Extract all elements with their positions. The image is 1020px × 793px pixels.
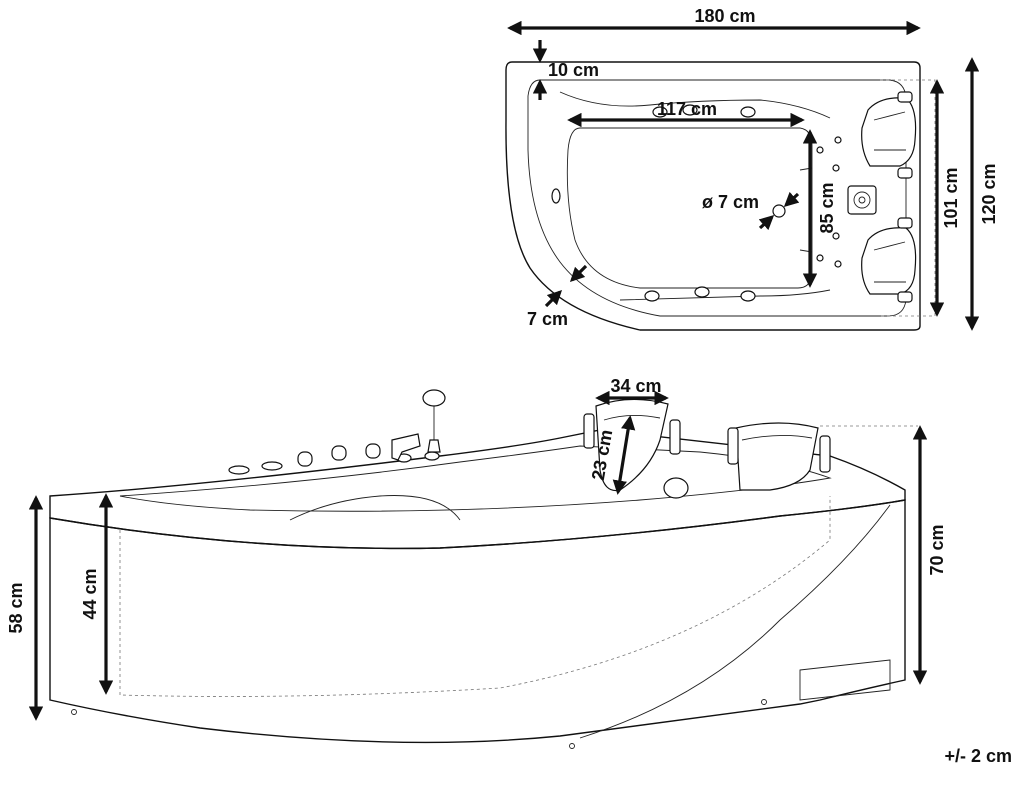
faucet-icon bbox=[391, 433, 421, 461]
feet-icons bbox=[71, 699, 767, 749]
top-view-backrest bbox=[559, 91, 831, 119]
dim-rim-label: 10 cm bbox=[548, 60, 599, 80]
side-view-base bbox=[799, 659, 891, 701]
drain-icon bbox=[772, 204, 786, 218]
dim-headrest-height-arrow bbox=[612, 415, 636, 495]
dim-inner-length-label: 117 cm bbox=[657, 99, 717, 119]
control-knobs bbox=[228, 443, 440, 475]
dim-corner-arrow-a bbox=[569, 264, 588, 283]
side-view-backrest bbox=[289, 495, 461, 521]
side-view-panel bbox=[119, 496, 831, 697]
dim-headrest-width-label: 34 cm bbox=[610, 376, 661, 396]
side-view-inner-rim bbox=[119, 445, 832, 512]
dim-corner-label: 7 cm bbox=[527, 309, 568, 329]
dim-inner-width-label: 85 cm bbox=[817, 182, 837, 233]
dim-drain-label: ø 7 cm bbox=[702, 192, 759, 212]
top-view: 180 cm 10 cm 117 cm ø 7 cm 85 cm 101 cm … bbox=[505, 6, 999, 331]
dim-corner-arrow-b bbox=[544, 289, 563, 308]
tolerance-note: +/- 2 cm bbox=[944, 746, 1012, 766]
side-view-skirt bbox=[49, 499, 906, 744]
jet-icon bbox=[551, 104, 842, 302]
headrest-icon bbox=[861, 97, 917, 295]
dim-drain-arrow-a bbox=[783, 191, 800, 207]
side-view-curve bbox=[579, 504, 891, 739]
dim-width-total-label: 120 cm bbox=[979, 163, 999, 224]
dim-drain-arrow-b bbox=[758, 215, 775, 231]
hardware-knobs bbox=[847, 91, 913, 303]
dim-depth-label: 101 cm bbox=[941, 167, 961, 228]
top-view-frame bbox=[880, 79, 936, 317]
hand-shower-icon bbox=[422, 389, 446, 453]
dim-inner-depth-label: 44 cm bbox=[80, 568, 100, 619]
dim-height-front-label: 58 cm bbox=[6, 582, 26, 633]
dim-height-total-label: 70 cm bbox=[927, 524, 947, 575]
side-view: 34 cm 23 cm 58 cm 44 cm 70 cm bbox=[6, 376, 947, 749]
dim-length-label: 180 cm bbox=[694, 6, 755, 26]
